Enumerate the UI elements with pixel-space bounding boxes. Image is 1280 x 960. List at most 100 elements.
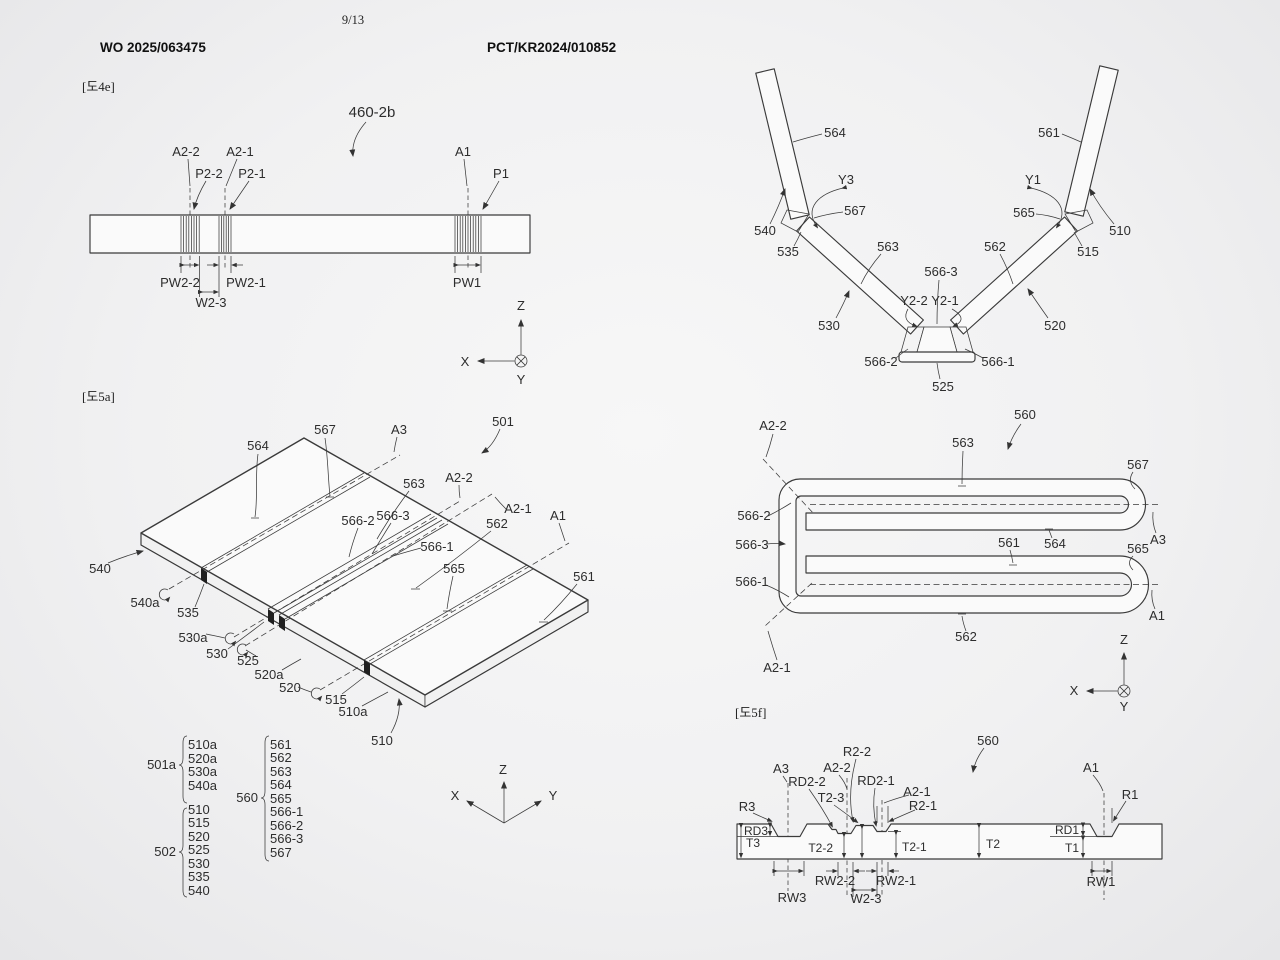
fig5a-leader-565: [443, 575, 454, 612]
fig4e-label-w2-3: W2-3: [195, 295, 226, 310]
fig5a-rotation-icon-3: [236, 643, 249, 658]
figv-leader-510: [1089, 188, 1115, 225]
legend-group-502: 502: [154, 844, 176, 859]
figfold-label-561: 561: [998, 535, 1020, 550]
fig5a-label-564: 564: [247, 438, 269, 453]
figv-leader-566-3: [936, 279, 940, 325]
fig5f-leader-rd2-2: [808, 788, 833, 828]
fig5a-fold-strip-565: [363, 564, 534, 665]
fig5a-leader-566-3: [371, 522, 392, 555]
fig5f-leader-r2-2: [850, 758, 857, 823]
fig5a-leader-562: [411, 530, 492, 590]
fig5a-hinge-block-3: [364, 660, 370, 676]
legend-item: 525: [188, 842, 210, 857]
y-into-page-cross: [516, 356, 526, 366]
legend-item: 530a: [188, 764, 218, 779]
figv-label-566-2: 566-2: [864, 354, 897, 369]
fig4e-label-a2-1: A2-1: [226, 144, 253, 159]
legend-item: 510: [188, 802, 210, 817]
fig5f-extension-lines: [773, 861, 1113, 897]
x-axis-label: X: [451, 788, 460, 803]
fig5a-panel-thickness-edge: [140, 533, 589, 708]
fig4e-caption: [도4e]: [82, 79, 115, 94]
fig4e-label-p2-2: P2-2: [195, 166, 222, 181]
legend-brace-501a: [178, 735, 188, 804]
legend-brace-560: [260, 735, 270, 862]
figfold-leader-566-2: [767, 502, 792, 517]
figv-label-566-1: 566-1: [981, 354, 1014, 369]
fig5a-leader-561: [539, 583, 578, 623]
legend-item: 564: [270, 777, 292, 792]
legend-item: 530: [188, 856, 210, 871]
figv-label-535: 535: [777, 244, 799, 259]
fig5a-label-520: 520: [279, 680, 301, 695]
figv-rotation-arrow-y2-1: [951, 308, 962, 327]
fig5a-leader-525: [245, 649, 257, 657]
figv-leader-567: [813, 211, 844, 219]
figv-arm-564: [755, 68, 810, 220]
legend-item: 520: [188, 829, 210, 844]
fig5a-fold-strip-566-2: [267, 513, 438, 614]
fig5a-label-530a: 530a: [179, 630, 209, 645]
fig5a-fold-axis-a3: [168, 454, 401, 590]
fig5f-label-rw3: RW3: [778, 890, 807, 905]
legend-group-501a: 501a: [147, 757, 177, 772]
legend-item: 535: [188, 869, 210, 884]
fig5a-hinge-block-1: [201, 568, 207, 584]
fig5a-leader-564: [251, 453, 259, 519]
fig5a-label-566-1: 566-1: [420, 539, 453, 554]
fig5a-panel-top-face: [140, 437, 589, 696]
fig4e-label-pw2-1: PW2-1: [226, 275, 266, 290]
fig5f-layer-profile: [736, 823, 1163, 860]
figv-base-plate-525: [898, 351, 976, 363]
fig4e-fold-region-p2-2: [180, 216, 200, 252]
figv-leader-515: [1073, 231, 1083, 247]
figfold-label-566-1: 566-1: [735, 574, 768, 589]
fig4e-fold-region-p1: [454, 216, 482, 252]
fig5f-label-rd1: RD1: [1055, 823, 1079, 837]
figv-leader-563: [860, 253, 882, 285]
figv-label-530: 530: [818, 318, 840, 333]
fig5f-leader-r3: [752, 812, 773, 822]
fig5f-label-r2-1: R2-1: [909, 798, 937, 813]
fig4e-strip-body: [89, 214, 531, 254]
fig5a-leader-563: [376, 490, 410, 540]
page-number: 9/13: [342, 13, 364, 27]
fig5a-label-a3: A3: [391, 422, 407, 437]
z-axis-label: Z: [1120, 632, 1128, 647]
fig5f-label-rd2-2: RD2-2: [788, 774, 826, 789]
fig5a-leader-510a: [361, 691, 389, 707]
figv-label-561: 561: [1038, 125, 1060, 140]
fig5a-leader-520: [297, 686, 312, 693]
fig5f-caption: [도5f]: [735, 705, 766, 720]
figfold-label-566-2: 566-2: [737, 508, 770, 523]
figfold-leader-563: [958, 450, 966, 487]
fig4e-fold-region-p2-1: [218, 216, 232, 252]
fig4e-label-pw2-2: PW2-2: [160, 275, 200, 290]
fig5a-label-510: 510: [371, 733, 393, 748]
figv-label-525: 525: [932, 379, 954, 394]
fig5a-fold-axis-a1: [319, 542, 570, 691]
y-into-page-icon: [514, 354, 528, 368]
z-axis-label: Z: [517, 298, 525, 313]
figv-hinge-567-hatch: [780, 209, 810, 233]
y-axis-arrow: [503, 800, 542, 824]
fig5a-label-565: 565: [443, 561, 465, 576]
fig5f-leader-560: [971, 747, 985, 773]
legend-item: 567: [270, 845, 292, 860]
y-into-page-cross: [1119, 686, 1129, 696]
fig5a-rotation-icon-4: [310, 687, 323, 702]
figfold-label-a3: A3: [1150, 532, 1166, 547]
figv-arm-563: [796, 216, 924, 335]
fig5f-label-r2-2: R2-2: [843, 744, 871, 759]
fig5a-leader-501: [481, 428, 501, 454]
fig4e-label-pw1: PW1: [453, 275, 481, 290]
fig5a-leader-510: [390, 698, 403, 734]
figfold-axis-a2-1-dashed: [764, 582, 813, 627]
fig5a-leader-530a: [205, 633, 226, 639]
figv-label-y1: Y1: [1025, 172, 1041, 187]
fig4e-ref-label: 460-2b: [349, 104, 396, 121]
legend-item: 566-2: [270, 818, 303, 833]
fig4e-p2-2-leader: [192, 180, 207, 210]
figv-label-515: 515: [1077, 244, 1099, 259]
